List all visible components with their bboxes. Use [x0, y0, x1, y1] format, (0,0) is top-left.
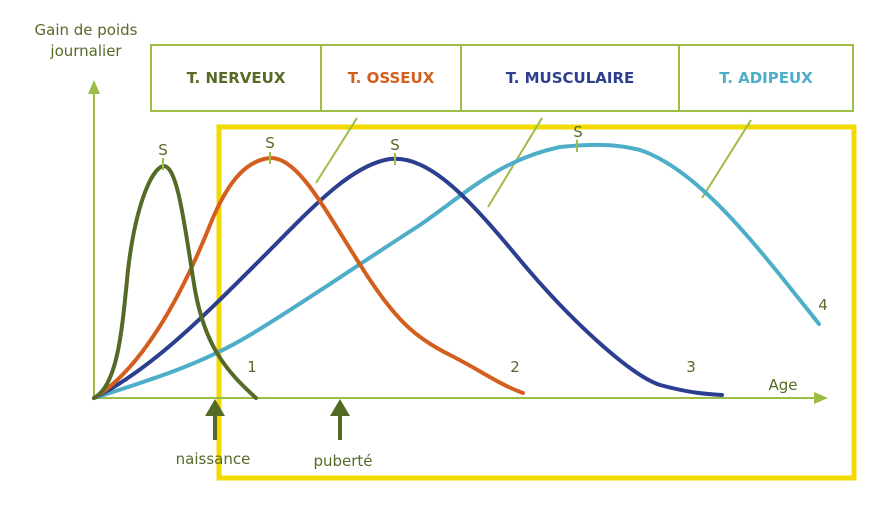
legend-osseux: T. OSSEUX [322, 46, 462, 110]
birth-arrow-icon [205, 399, 225, 416]
y-axis-label-line2: journalier [50, 42, 122, 60]
curve-number-2: 2 [510, 358, 520, 376]
peak-label-musculaire: S [390, 136, 400, 154]
y-axis-arrow-icon [88, 80, 100, 94]
peak-label-nerveux: S [158, 141, 168, 159]
leader-osseux [315, 117, 358, 184]
legend-adipeux: T. ADIPEUX [719, 69, 813, 87]
leader-adipeux [701, 119, 752, 199]
legend-nerveux: T. NERVEUX [152, 46, 322, 110]
highlight-box [216, 124, 857, 481]
legend-musculaire: T. MUSCULAIRE [462, 46, 680, 110]
y-axis-label-line1: Gain de poids [34, 21, 138, 39]
curve-number-4: 4 [818, 296, 828, 314]
curve-musculaire [92, 156, 724, 400]
curve-nerveux [92, 164, 258, 400]
curve-adipeux [92, 142, 821, 400]
birth-label: naissance [176, 450, 251, 468]
y-axis-label: Gain de poids journalier [6, 20, 166, 62]
peak-label-adipeux: S [573, 123, 583, 141]
curve-number-1: 1 [247, 358, 257, 376]
puberty-arrow-icon [330, 399, 350, 416]
curve-osseux [92, 155, 525, 400]
x-axis-label: Age [768, 376, 797, 394]
puberty-label: puberté [313, 452, 372, 470]
tissue-legend: T. NERVEUX T. OSSEUX T. MUSCULAIRE T. AD… [150, 44, 854, 112]
peak-label-osseux: S [265, 134, 275, 152]
x-axis-arrow-icon [814, 392, 828, 404]
curve-number-3: 3 [686, 358, 696, 376]
